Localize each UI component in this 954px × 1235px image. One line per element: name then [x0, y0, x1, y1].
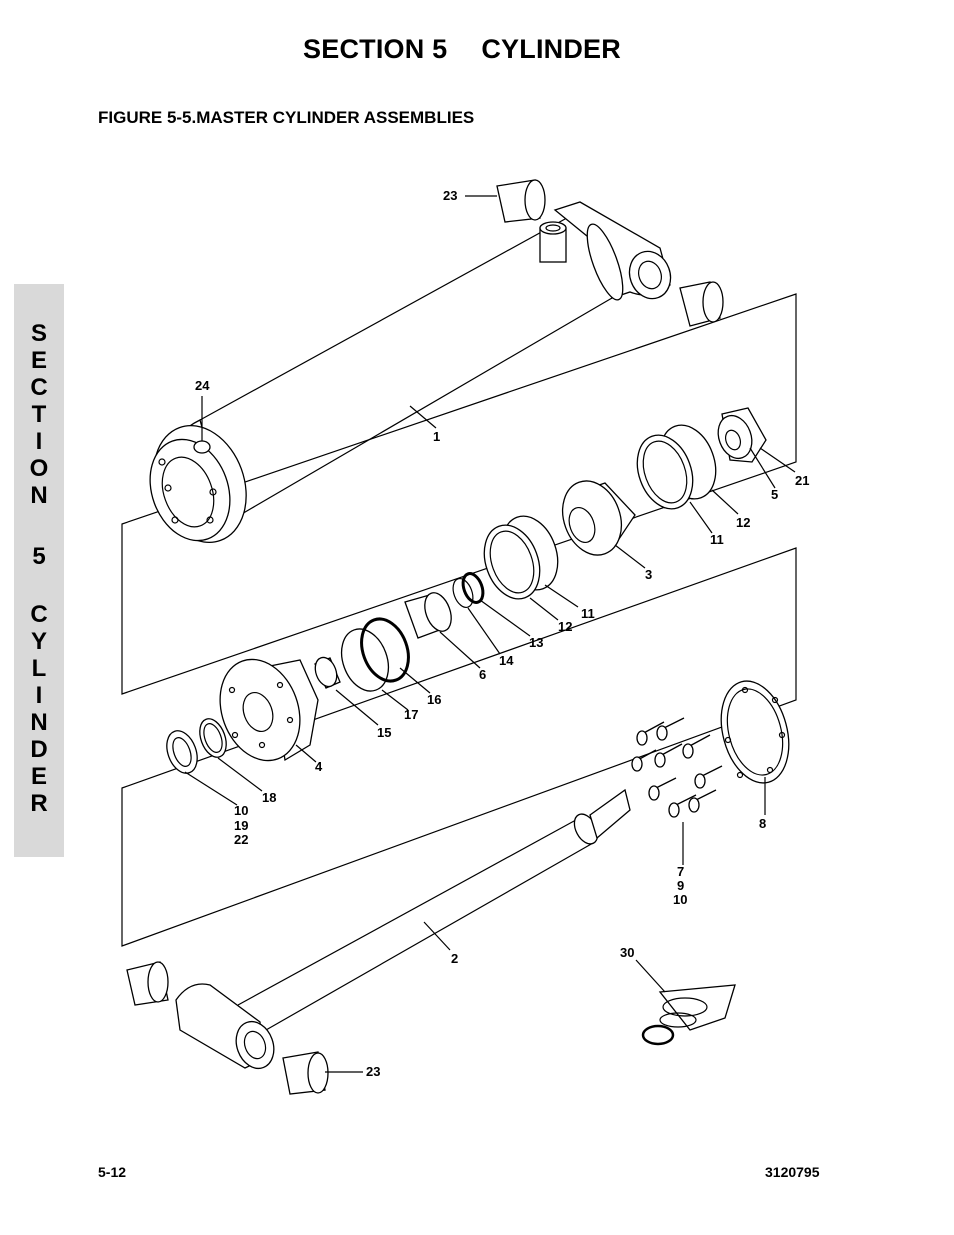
piston-rings-small [452, 572, 485, 609]
side-tab-letter: Y [30, 628, 47, 655]
callout-19: 19 [234, 818, 248, 833]
wear-ring-upper [636, 424, 717, 510]
side-tab-letter: N [30, 482, 48, 509]
spacer-tube [404, 592, 452, 639]
callout-6: 6 [479, 667, 486, 682]
side-tab-letter: N [30, 709, 48, 736]
callout-15: 15 [377, 725, 391, 740]
callout-12-lower: 12 [558, 619, 572, 634]
callout-labels: 23 24 1 21 5 12 11 3 11 12 13 14 6 16 17… [195, 188, 809, 1079]
side-tab-letter: E [30, 763, 47, 790]
upper-exploded-outline [121, 293, 797, 695]
side-tab-letter: E [30, 347, 47, 374]
callout-24: 24 [195, 378, 210, 393]
piston-rod [175, 788, 631, 1070]
side-tab-letter: D [30, 736, 48, 763]
side-tab-letter: C [30, 374, 48, 401]
lock-nut [717, 407, 767, 463]
callout-23-top: 23 [443, 188, 457, 203]
cap-screws [631, 717, 723, 818]
callout-30: 30 [620, 945, 634, 960]
page-title: SECTION 5 CYLINDER [0, 34, 924, 65]
side-tab-letter: R [30, 790, 48, 817]
seal-kit [641, 984, 736, 1046]
callout-14: 14 [499, 653, 514, 668]
callout-23-bottom: 23 [366, 1064, 380, 1079]
side-tab-letter: C [30, 601, 48, 628]
callout-7: 7 [677, 864, 684, 879]
callout-9: 9 [677, 878, 684, 893]
leader-lines [184, 195, 796, 1073]
callout-10-head: 10 [234, 803, 248, 818]
side-tab-letter: I [35, 682, 43, 709]
callout-4: 4 [315, 759, 323, 774]
side-tab-letter: 5 [32, 543, 46, 570]
side-tab-letter: L [31, 655, 47, 682]
callout-10-screws: 10 [673, 892, 687, 907]
callout-11-upper: 11 [710, 532, 724, 547]
callout-21: 21 [795, 473, 809, 488]
side-tab-letter: S [30, 320, 47, 347]
page-number: 5-12 [98, 1164, 127, 1180]
callout-3: 3 [645, 567, 652, 582]
callout-5: 5 [771, 487, 778, 502]
figure-title: FIGURE 5-5.MASTER CYLINDER ASSEMBLIES [98, 108, 475, 127]
callout-22: 22 [234, 832, 248, 847]
callout-18: 18 [262, 790, 276, 805]
callout-2: 2 [451, 951, 458, 966]
cylinder-barrel [149, 201, 672, 544]
cylinder-head [219, 658, 319, 762]
o-rings-head [340, 617, 410, 692]
callout-13: 13 [529, 635, 543, 650]
callout-8: 8 [759, 816, 766, 831]
bushing-bottom-pair [126, 961, 329, 1095]
rod-seals [166, 656, 341, 774]
document-number: 3120795 [765, 1164, 820, 1180]
wear-ring-lower [483, 515, 559, 600]
lower-exploded-outline [121, 547, 797, 947]
section-name: CYLINDER [481, 34, 621, 64]
side-tab-letter: I [35, 428, 43, 455]
side-tab-letter: O [29, 455, 49, 482]
callout-16: 16 [427, 692, 441, 707]
callout-11-lower: 11 [581, 606, 595, 621]
bushing-top-pair [496, 179, 724, 327]
callout-12-upper: 12 [736, 515, 750, 530]
piston [562, 480, 636, 556]
gasket [720, 680, 790, 784]
section-label: SECTION 5 [303, 34, 448, 64]
side-tab-letter: T [31, 401, 47, 428]
callout-1: 1 [433, 429, 440, 444]
section-side-tab: S E C T I O N 5 C Y L I N D E R [14, 284, 64, 857]
callout-17: 17 [404, 707, 418, 722]
